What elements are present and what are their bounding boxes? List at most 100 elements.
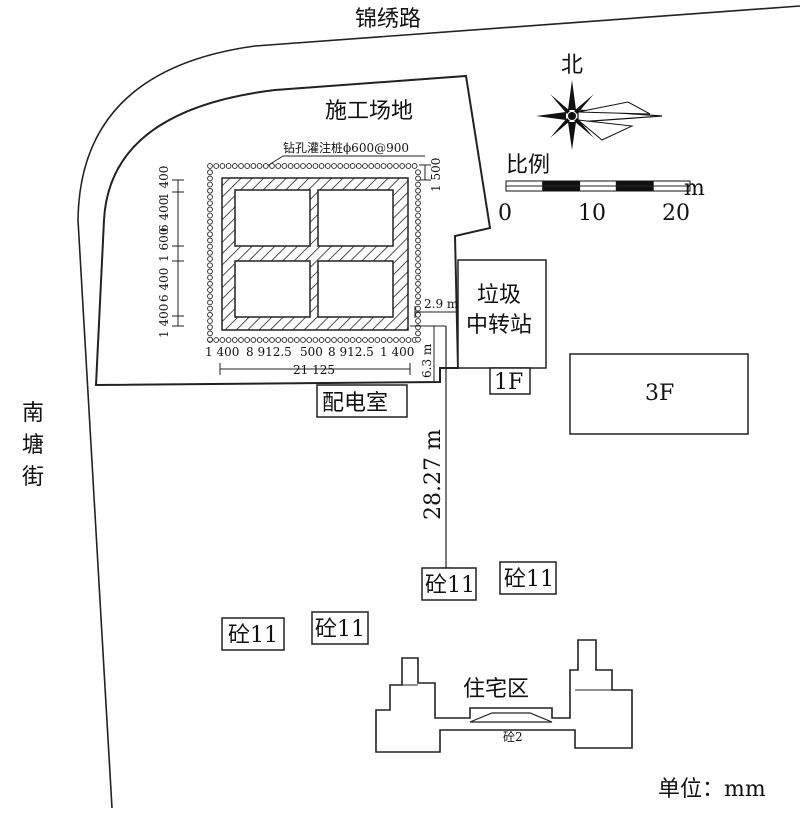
pile-dot <box>238 337 244 343</box>
pile-dot <box>415 237 421 244</box>
pile-dot <box>281 163 288 169</box>
c11-building-3 <box>221 617 285 651</box>
left-dim-label-1: 1 400 <box>157 166 171 200</box>
compass-point-south <box>568 122 576 150</box>
pile-dot <box>238 163 244 169</box>
scale-tick-0: 0 <box>498 201 512 226</box>
pile-dot <box>415 280 421 287</box>
pile-dot <box>399 337 406 343</box>
pile-dot <box>207 181 213 188</box>
pit-top-right <box>317 189 394 247</box>
scale-tick-20: 20 <box>662 201 690 226</box>
pile-dot <box>337 337 344 343</box>
pile-ring <box>207 163 421 343</box>
pile-dot <box>355 163 362 169</box>
pile-dot <box>415 231 421 238</box>
pile-dot <box>362 337 368 343</box>
pile-dot <box>207 318 213 324</box>
construction-site-boundary <box>94 74 492 387</box>
pile-dot <box>331 163 337 169</box>
pile-dot <box>207 194 213 200</box>
pile-dot <box>262 337 269 343</box>
pile-dot <box>386 337 393 343</box>
transfer-station <box>457 259 547 369</box>
building-1f <box>489 367 531 395</box>
pile-dot <box>415 299 421 306</box>
road-boundary-line <box>77 5 800 809</box>
power-room <box>316 384 408 418</box>
pile-dot <box>374 163 381 169</box>
road-name-north: 锦绣路 <box>355 7 421 32</box>
pile-dot <box>349 337 356 343</box>
compass-point-se <box>574 118 594 138</box>
pile-dot <box>405 337 412 343</box>
pile-dot <box>393 337 399 343</box>
left-dim-label-3: 1 600 <box>157 228 171 262</box>
pile-dot <box>300 337 306 343</box>
pile-dot <box>207 163 213 169</box>
pile-dot <box>207 330 213 337</box>
building-1f-label: 1F <box>494 370 523 395</box>
pile-dot <box>415 200 421 207</box>
pile-dot <box>207 175 213 182</box>
bottom-dim-label-1: 1 400 <box>205 345 239 359</box>
compass-point-ne <box>574 94 594 114</box>
pile-dot <box>287 163 294 169</box>
right-gap-label: 2.9 m <box>424 297 459 311</box>
c2-label: 砼2 <box>503 730 523 744</box>
top-offset-label: 1 500 <box>429 158 443 192</box>
pile-dot <box>415 218 421 225</box>
unit-note: 单位：mm <box>658 777 766 802</box>
residential-label: 住宅区 <box>463 677 529 702</box>
pile-dot <box>207 299 213 306</box>
road-name-west-2: 塘 <box>22 433 44 458</box>
pile-dot <box>399 163 406 169</box>
pile-dot <box>331 337 337 343</box>
residential-center-shape <box>469 712 553 723</box>
pile-dot <box>287 337 294 343</box>
pile-dot <box>415 262 421 269</box>
down-gap-label: 6.3 m <box>420 343 434 378</box>
bottom-dim-label-5: 1 400 <box>380 345 414 359</box>
pile-dot <box>207 293 213 300</box>
pile-dot <box>207 280 213 287</box>
pile-dot <box>355 337 362 343</box>
pile-dot <box>415 212 421 219</box>
pile-dot <box>415 268 421 275</box>
pile-dot <box>415 206 421 213</box>
compass-point-sw <box>550 118 570 138</box>
pile-dot <box>415 330 421 337</box>
pile-dot <box>219 337 226 343</box>
distance-label: 28.27 m <box>421 429 446 520</box>
pile-dot <box>207 231 213 238</box>
pile-dot <box>256 163 263 169</box>
pile-dot <box>207 169 213 176</box>
pile-dot <box>415 249 421 256</box>
power-room-label: 配电室 <box>322 391 388 416</box>
pile-dot <box>231 163 238 169</box>
compass-point-west <box>536 112 566 120</box>
pile-dot <box>380 163 387 169</box>
pile-dot <box>207 206 213 213</box>
bottom-total-label: 21 125 <box>293 363 335 377</box>
pile-dot <box>386 163 393 169</box>
pile-dot <box>275 337 282 343</box>
compass-wing-upper <box>577 101 651 115</box>
road-name-west-3: 街 <box>22 465 44 490</box>
compass-point-north <box>568 80 576 110</box>
pile-dot <box>275 163 282 169</box>
pile-dot <box>415 181 421 188</box>
road-name-west-1: 南 <box>22 401 44 426</box>
pile-dot <box>415 311 421 318</box>
pile-dot <box>415 256 421 262</box>
pile-dot <box>405 163 412 169</box>
pile-dot <box>349 163 356 169</box>
pile-dot <box>244 163 251 169</box>
pile-note: 钻孔灌注桩ϕ600@900 <box>283 140 409 155</box>
compass-north-label: 北 <box>561 53 583 78</box>
pile-dot <box>293 337 300 343</box>
c11-building-4 <box>311 611 369 645</box>
pile-dot <box>269 337 275 343</box>
compass-point-nw <box>550 94 570 114</box>
